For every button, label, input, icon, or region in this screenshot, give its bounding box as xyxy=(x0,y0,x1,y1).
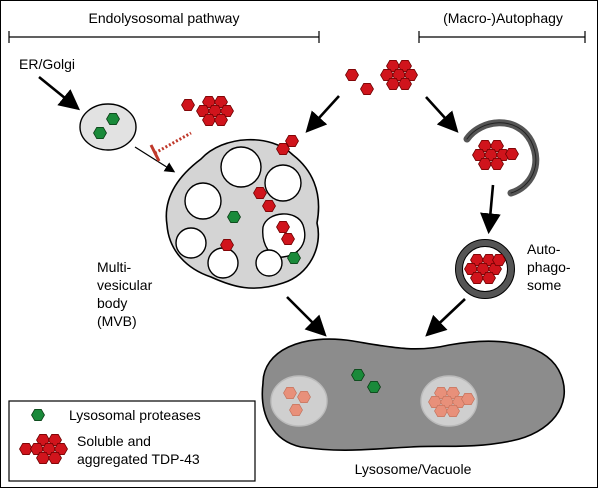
mvb-tdp43-5 xyxy=(280,232,296,246)
legend-protease-label: Lysosomal proteases xyxy=(69,407,201,423)
lysosome xyxy=(261,338,566,451)
autophagy-header: (Macro-)Autophagy xyxy=(443,10,563,26)
mvb-label: Multi- vesicular body (MVB) xyxy=(97,259,156,329)
free-tdp43-hex-top xyxy=(344,68,360,82)
protease-in-vesicle-2 xyxy=(92,126,108,140)
protease-in-vesicle-1 xyxy=(105,112,121,126)
autophagosome xyxy=(455,239,515,299)
mvb-protease-2 xyxy=(286,251,302,265)
mvb-to-lysosome-arrow xyxy=(286,296,327,337)
phagophore xyxy=(463,119,540,197)
lysosome-protease-2 xyxy=(366,380,382,394)
golgi-vesicle xyxy=(79,103,137,151)
vesicle-to-mvb-arrow xyxy=(134,146,176,173)
endolysosomal-bracket xyxy=(8,31,320,43)
mvb-protease-1 xyxy=(226,210,242,224)
degraded-tdp43-3 xyxy=(289,403,303,417)
legend: Lysosomal proteases Soluble and aggregat… xyxy=(8,400,256,482)
degraded-tdp43-4 xyxy=(461,392,475,406)
mvb xyxy=(165,134,320,289)
legend-protease-icon xyxy=(30,408,46,422)
mvb-tdp43-2 xyxy=(261,199,277,213)
mvb-tdp43-1 xyxy=(252,186,268,200)
degraded-tdp43-2 xyxy=(297,390,311,404)
arrow-to-autophagosome xyxy=(480,184,501,235)
autophagosome-cargo-hex xyxy=(491,253,507,267)
legend-tdp43-label: Soluble and aggregated TDP-43 xyxy=(77,433,200,467)
free-tdp43-hex-top-2 xyxy=(359,82,375,96)
phagophore-cargo-hex xyxy=(504,147,520,161)
inhibition-marker xyxy=(149,131,192,162)
mvb-tdp43-4 xyxy=(275,220,291,234)
autophagosome-label: Auto- phago- some xyxy=(527,241,574,293)
free-tdp43-hex xyxy=(180,98,196,112)
er-golgi-label: ER/Golgi xyxy=(19,56,75,72)
tdp43-aggregate-top xyxy=(381,60,418,89)
mvb-tdp43-surface-2 xyxy=(284,134,300,148)
mvb-tdp43-3 xyxy=(219,238,235,252)
tdp43-aggregate-near-mvb xyxy=(197,96,234,125)
lysosome-protease-1 xyxy=(350,368,366,382)
phagophore-cargo xyxy=(473,140,510,169)
arrow-to-mvb xyxy=(305,95,340,133)
autophagy-bracket xyxy=(418,31,586,43)
lysosome-label: Lysosome/Vacuole xyxy=(355,461,472,477)
degraded-tdp43-1 xyxy=(283,386,297,400)
er-golgi-arrow xyxy=(38,75,81,111)
endolysosomal-header: Endolysosomal pathway xyxy=(89,10,240,26)
autophagosome-to-lysosome-arrow xyxy=(425,298,466,337)
arrow-to-phagophore xyxy=(425,96,459,133)
